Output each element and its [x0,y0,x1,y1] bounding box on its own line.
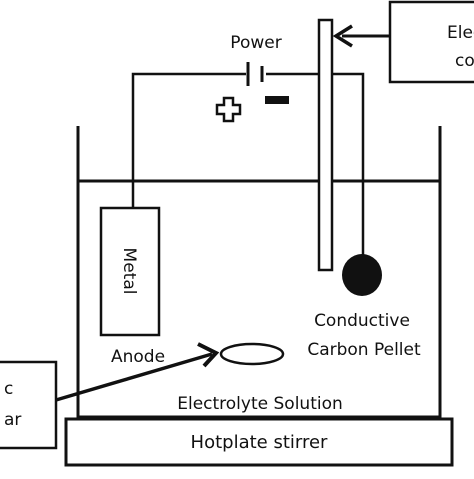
left-label-box [0,360,58,450]
anode-label: Anode [111,347,165,367]
arrow-to-stir-bar [55,342,220,402]
circuit-wires [131,72,365,258]
wire-right [266,72,365,258]
metal-label: Metal [119,248,139,295]
pellet-label-line2: Carbon Pellet [307,340,421,360]
wire-left [131,72,246,208]
magnetic-stir-bar [219,342,285,366]
metal-anode-electrode [99,206,161,337]
carbon-pellet [342,254,382,296]
minus-sign-icon [265,96,289,104]
top-right-label-line2: co [455,51,474,71]
left-label-line1: c [4,379,13,399]
arrow-head-right-icon [197,342,220,368]
hotplate-label: Hotplate stirrer [191,432,329,453]
electrolyte-label: Electrolyte Solution [177,394,343,414]
hotplate-stirrer-box [64,417,454,467]
left-label-line2: ar [4,410,21,430]
power-label: Power [230,33,281,53]
top-right-label-box [388,0,474,84]
arrow-head-left-icon [332,24,353,48]
cathode-rod [317,18,334,272]
beaker [76,126,442,419]
top-right-label-line1: Elec [447,23,474,43]
plus-sign-icon [215,96,242,123]
arrow-to-rod [332,24,390,48]
pellet-label-line1: Conductive [314,311,410,331]
battery-symbol [246,62,264,86]
